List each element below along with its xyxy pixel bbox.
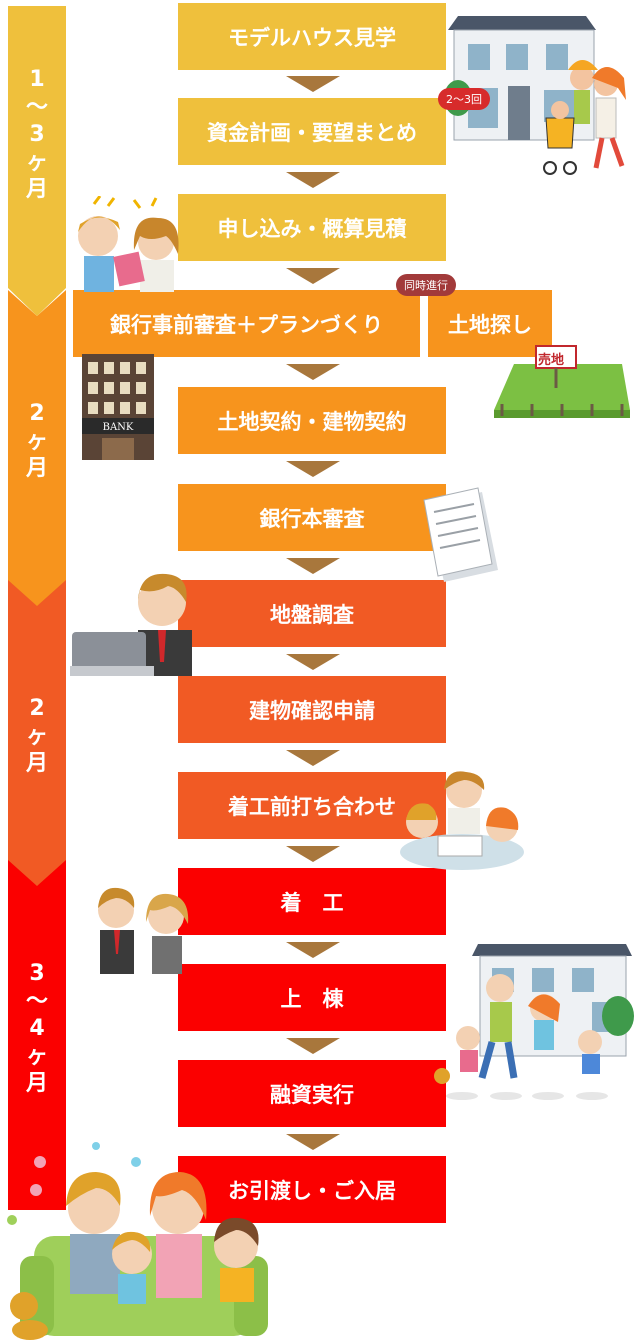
flow-arrow: [286, 846, 340, 862]
flow-arrow: [286, 268, 340, 284]
phase-bar-4: 3 〜 4 ヶ 月: [8, 860, 66, 1210]
flow-arrow: [286, 654, 340, 670]
phase-label-2: 2 ヶ 月: [25, 401, 48, 481]
step-contract: 土地契約・建物契約: [178, 387, 446, 454]
flow-arrow: [286, 76, 340, 92]
step-application: 申し込み・概算見積: [178, 194, 446, 261]
meeting-illustration: [400, 771, 524, 870]
step-building-confirm: 建物確認申請: [178, 676, 446, 743]
land-for-sale-illustration: [494, 345, 630, 418]
flow-arrow: [286, 750, 340, 766]
step-model-house: モデルハウス見学: [178, 3, 446, 70]
step-bank-review: 銀行本審査: [178, 484, 446, 551]
couple-brochure-illustration: [78, 196, 179, 292]
phase-bar-3: 2 ヶ 月: [8, 580, 66, 890]
step-construction-start: 着 工: [178, 868, 446, 935]
flow-arrow: [286, 942, 340, 958]
step-ground-survey: 地盤調査: [178, 580, 446, 647]
phase-label-4: 3 〜 4 ヶ 月: [25, 961, 48, 1096]
step-loan-execution: 融資実行: [178, 1060, 446, 1127]
flow-arrow: [286, 1038, 340, 1054]
flow-arrow: [286, 558, 340, 574]
step-framing: 上 棟: [178, 964, 446, 1031]
flow-arrow: [286, 172, 340, 188]
businessman-laptop-illustration: [70, 573, 192, 676]
model-house-family-illustration: [446, 16, 626, 175]
family-sofa-illustration: [7, 1142, 268, 1340]
cheering-couple-illustration: [98, 887, 189, 974]
parallel-badge: 同時進行: [396, 274, 456, 296]
step-bank-prescreen: 銀行事前審査＋プランづくり: [73, 290, 420, 357]
step-financial-plan: 資金計画・要望まとめ: [178, 98, 446, 165]
visits-bubble: 2〜3回: [438, 88, 490, 110]
bank-building-illustration: BANK: [82, 354, 154, 460]
step-handover: お引渡し・ご入居: [178, 1156, 446, 1223]
document-illustration: [423, 487, 498, 582]
flow-arrow: [286, 364, 340, 380]
phase-label-1: 1 〜 3 ヶ 月: [25, 67, 48, 202]
family-new-house-illustration: [434, 944, 634, 1100]
phase-label-3: 2 ヶ 月: [25, 696, 48, 776]
step-pre-construction-meeting: 着工前打ち合わせ: [178, 772, 446, 839]
bank-sign-text: BANK: [103, 422, 134, 433]
phase-bar-1: 1 〜 3 ヶ 月: [8, 6, 66, 316]
step-land-search: 土地探し: [428, 290, 552, 357]
flow-arrow: [286, 461, 340, 477]
land-sign-text: 売地: [538, 353, 565, 368]
flow-arrow: [286, 1134, 340, 1150]
phase-bar-2: 2 ヶ 月: [8, 290, 66, 610]
